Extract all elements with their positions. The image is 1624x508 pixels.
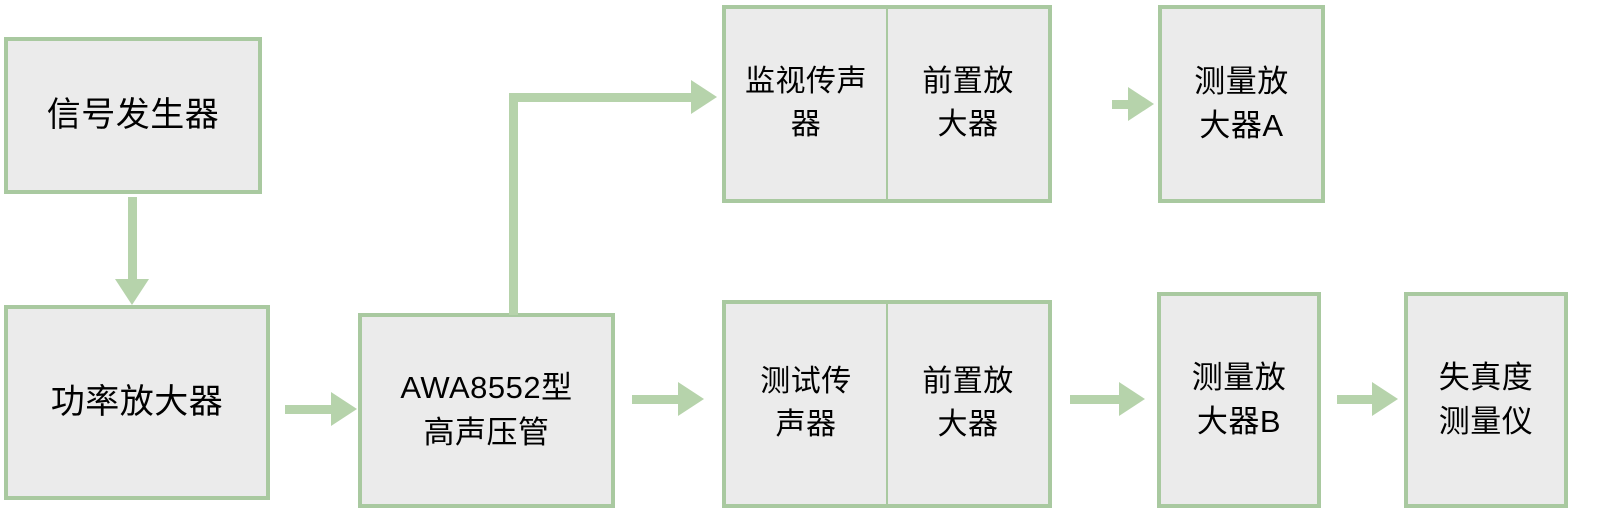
node-signal-generator[interactable]: 信号发生器 xyxy=(4,37,262,194)
connector-shaft xyxy=(632,395,680,404)
connector-shaft xyxy=(1337,395,1375,404)
arrowhead-right-icon xyxy=(1119,382,1145,416)
node-signal-generator-label: 信号发生器 xyxy=(46,96,220,135)
node-measuring-amplifier-a-label: 测量放 大器A xyxy=(1194,63,1289,143)
node-awa8552-tube[interactable]: AWA8552型 高声压管 xyxy=(358,313,615,508)
node-awa8552-tube-label: AWA8552型 高声压管 xyxy=(400,370,573,450)
connector-shaft-vertical xyxy=(509,93,518,315)
node-test-microphone[interactable]: 测试传 声器 xyxy=(722,300,888,508)
node-distortion-meter[interactable]: 失真度 测量仪 xyxy=(1404,292,1568,508)
connector-shaft xyxy=(128,197,137,282)
node-test-microphone-label: 测试传 声器 xyxy=(760,365,852,441)
connector-shaft-horizontal xyxy=(509,93,694,102)
node-monitor-microphone[interactable]: 监视传声 器 xyxy=(722,5,888,203)
node-preamplifier-top-label: 前置放 大器 xyxy=(922,65,1014,141)
node-distortion-meter-label: 失真度 测量仪 xyxy=(1438,359,1534,439)
arrowhead-right-icon xyxy=(691,80,717,114)
connector-shaft xyxy=(1070,395,1122,404)
arrowhead-right-icon xyxy=(331,392,357,426)
node-preamplifier-bottom[interactable]: 前置放 大器 xyxy=(886,300,1052,508)
arrowhead-right-icon xyxy=(1128,87,1154,121)
node-preamplifier-bottom-label: 前置放 大器 xyxy=(922,365,1014,441)
connector-shaft xyxy=(285,405,333,414)
node-power-amplifier-label: 功率放大器 xyxy=(50,383,224,422)
arrowhead-right-icon xyxy=(678,382,704,416)
arrowhead-down-icon xyxy=(115,279,149,305)
node-power-amplifier[interactable]: 功率放大器 xyxy=(4,305,270,500)
node-measuring-amplifier-a[interactable]: 测量放 大器A xyxy=(1158,5,1325,203)
node-preamplifier-top[interactable]: 前置放 大器 xyxy=(886,5,1052,203)
node-monitor-microphone-label: 监视传声 器 xyxy=(745,65,867,141)
arrowhead-right-icon xyxy=(1372,382,1398,416)
node-measuring-amplifier-b[interactable]: 测量放 大器B xyxy=(1157,292,1321,508)
node-measuring-amplifier-b-label: 测量放 大器B xyxy=(1191,359,1287,439)
